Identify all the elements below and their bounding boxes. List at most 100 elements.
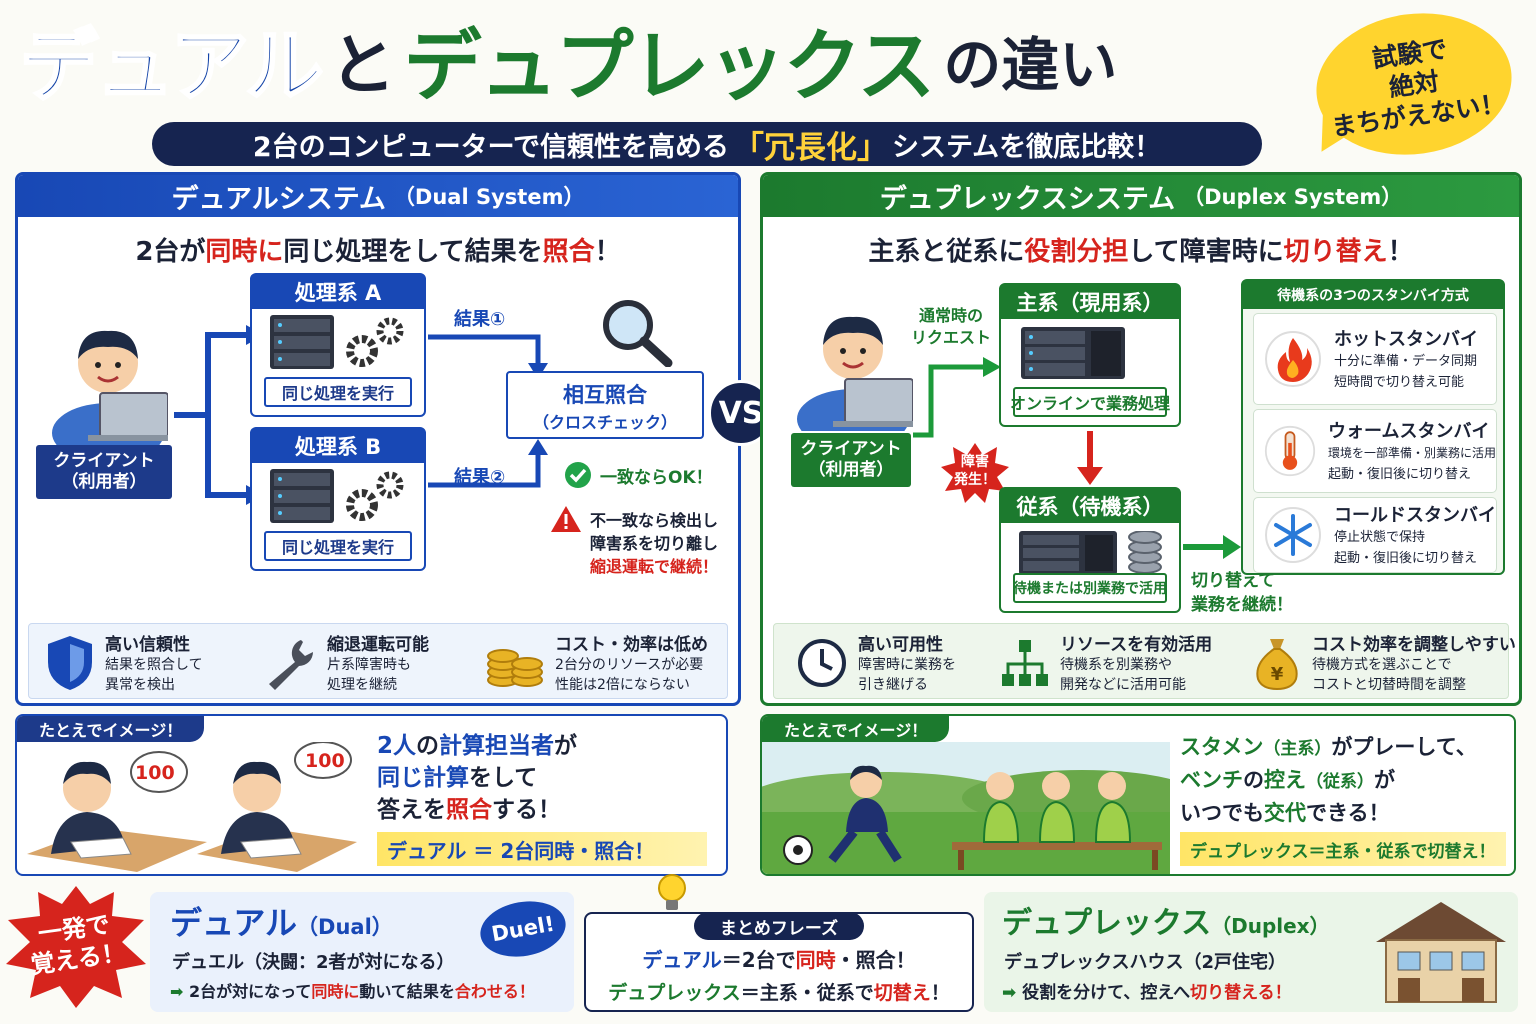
switch-label: 切り替えて 業務を継続！ bbox=[1191, 569, 1293, 617]
thermometer-icon bbox=[1264, 425, 1316, 477]
phrase-head-wrap: まとめフレーズ bbox=[694, 914, 864, 940]
main-system-footer: オンラインで業務処理 bbox=[1010, 387, 1170, 417]
duplex-analogy-text: スタメン（主系）がプレーして、 ベンチの控え（従系）が いつでも交代できる！ bbox=[1180, 732, 1477, 829]
soccer-illustration bbox=[762, 742, 1170, 874]
standby-line: 十分に準備・データ同期 bbox=[1334, 354, 1478, 369]
m-part: 控え bbox=[1264, 768, 1306, 792]
duplex-summary: デュプレックス＝主系・従系で切替え！ bbox=[1180, 832, 1506, 866]
feature-line: 結果を照合して bbox=[105, 657, 203, 673]
request-label: 通常時の リクエスト bbox=[911, 305, 991, 349]
phrase-part: ・照合！ bbox=[835, 948, 916, 972]
ok-row: 一致ならOK！ bbox=[564, 461, 713, 489]
switch-line: 切り替えて bbox=[1191, 571, 1276, 591]
dual-memo-card: デュアル（Dual） Duel! デュエル（決闘：2者が対になる） ➡ 2台が対… bbox=[150, 892, 574, 1012]
cross-check-box: 相互照合 （クロスチェック） bbox=[506, 371, 704, 439]
failover-arrow-icon bbox=[1077, 431, 1103, 485]
title-duplex: デュプレックス bbox=[403, 22, 936, 112]
memo-part: 動いて結果を bbox=[359, 982, 455, 1001]
thought-value: 100 bbox=[135, 762, 175, 784]
fault-line: 障害 bbox=[961, 454, 989, 470]
dual-features: 高い信頼性結果を照合して異常を検出 縮退運転可能片系障害時も処理を継続 コスト・… bbox=[28, 623, 728, 699]
request-line: 通常時の bbox=[919, 306, 984, 325]
m-part: 交代 bbox=[1264, 801, 1306, 825]
duplex-memo-title-jp: デュプレックス bbox=[1002, 906, 1212, 941]
phrase-head: まとめフレーズ bbox=[719, 918, 839, 939]
lead-part: 役割分担 bbox=[1024, 237, 1129, 267]
subtitle-highlight: 「冗長化」 bbox=[732, 129, 888, 166]
duplex-panel-head: デュプレックスシステム （Duplex System） bbox=[763, 175, 1519, 217]
main-system: 主系（現用系） オンラインで業務処理 bbox=[999, 283, 1181, 427]
m-part: 同じ計算 bbox=[377, 765, 469, 791]
duplex-feature: リソースを有効活用待機系を別業務や開発などに活用可能 bbox=[1000, 630, 1212, 695]
dual-lead: 2台が同時に同じ処理をして結果を照合！ bbox=[18, 231, 738, 268]
lead-part: ！ bbox=[1387, 237, 1414, 267]
cross-check-title: 相互照合 bbox=[563, 383, 647, 407]
switch-line: 業務を継続！ bbox=[1191, 595, 1293, 615]
burst-icon bbox=[6, 886, 146, 1008]
feature-line: 待機方式を選ぶことで bbox=[1312, 657, 1452, 673]
burst-icon bbox=[941, 443, 1009, 503]
dual-summary: デュアル ＝ 2台同時・照合！ bbox=[377, 832, 707, 866]
m-part: 答えを bbox=[377, 797, 446, 823]
lead-part: して障害時に bbox=[1128, 237, 1284, 267]
dual-memo-line1: デュエル（決闘：2者が対になる） bbox=[172, 952, 455, 973]
wrench-icon bbox=[269, 639, 313, 690]
m-part: の bbox=[416, 733, 440, 759]
dual-memo-title: デュアル（Dual） bbox=[170, 898, 393, 944]
lead-part: 同じ処理をして結果を bbox=[283, 237, 543, 267]
standby-line: 起動・復旧後に切り替え bbox=[1334, 551, 1478, 566]
feature-title: リソースを有効活用 bbox=[1060, 635, 1213, 655]
phrase-part: 切替え bbox=[873, 982, 931, 1004]
vs-text: VS bbox=[718, 395, 764, 431]
page-title: デュアル と デュプレックス の違い bbox=[19, 0, 1118, 120]
standby-warm: ウォームスタンバイ環境を一部準備・別業務に活用起動・復旧後に切り替え bbox=[1253, 409, 1497, 493]
client-line: クライアント bbox=[800, 439, 902, 459]
lead-part: 切り替え bbox=[1283, 237, 1388, 267]
duplex-lead: 主系と従系に役割分担して障害時に切り替え！ bbox=[763, 231, 1519, 268]
title-to: と bbox=[329, 27, 396, 104]
memo-part: 同時に bbox=[311, 982, 360, 1001]
dual-memo-title-jp: デュアル bbox=[170, 904, 298, 942]
feature-title: コスト効率を調整しやすい bbox=[1312, 635, 1516, 655]
m-part: がプレーして、 bbox=[1331, 735, 1477, 759]
m-part: 照合 bbox=[446, 797, 492, 823]
fault-burst: 障害 発生！ bbox=[941, 443, 1009, 503]
system-a-footer: 同じ処理を実行 bbox=[264, 377, 412, 407]
feature-line: 2台分のリソースが必要 bbox=[555, 657, 704, 673]
m-part: スタメン bbox=[1180, 735, 1264, 759]
duplex-panel: デュプレックスシステム （Duplex System） 主系と従系に役割分担して… bbox=[760, 172, 1522, 706]
feature-line: 待機系を別業務や bbox=[1060, 657, 1172, 673]
fire-icon bbox=[1265, 331, 1321, 387]
feature-line: 開発などに活用可能 bbox=[1060, 677, 1186, 693]
duplex-memo-line2: ➡ 役割を分けて、控えへ切り替える！ bbox=[1002, 978, 1292, 1003]
m-part: の bbox=[1243, 768, 1264, 792]
standby-line: 短時間で切り替え可能 bbox=[1334, 375, 1465, 390]
lead-part: 主系と従系に bbox=[868, 237, 1025, 267]
m-part: が bbox=[554, 733, 578, 759]
network-icon bbox=[1002, 639, 1048, 686]
thought-value: 100 bbox=[305, 750, 345, 772]
m-part: 2人 bbox=[377, 733, 417, 759]
dual-analogy-tag: たとえでイメージ！ bbox=[17, 716, 205, 742]
m-part: ベンチ bbox=[1180, 768, 1243, 792]
lead-part: 同時に bbox=[205, 237, 284, 267]
magnifier-icon bbox=[603, 300, 673, 367]
subtitle-bar: 2台のコンピューターで信頼性を高める 「冗長化」 システムを徹底比較！ bbox=[152, 122, 1262, 166]
dual-memo-title-en: （Dual） bbox=[297, 915, 393, 939]
standby-cold: コールドスタンバイ停止状態で保持起動・復旧後に切り替え bbox=[1253, 497, 1497, 573]
feature-title: 高い可用性 bbox=[858, 635, 943, 655]
coins-icon bbox=[487, 648, 543, 687]
dual-panel-head: デュアルシステム （Dual System） bbox=[18, 175, 738, 217]
client-line: クライアント bbox=[53, 451, 155, 471]
summary-phrase-card: まとめフレーズ デュアル＝2台で同時・照合！ デュプレックス＝主系・従系で切替え… bbox=[584, 912, 974, 1012]
m-part: （従系） bbox=[1306, 772, 1374, 792]
dual-system-b: 処理系 B 同じ処理を実行 bbox=[250, 427, 426, 571]
standby-system-footer: 待機または別業務で活用 bbox=[1013, 573, 1167, 603]
phrase-part: デュプレックス bbox=[608, 982, 741, 1004]
two-workers-illustration bbox=[27, 742, 357, 872]
duplex-memo-title: デュプレックス（Duplex） bbox=[1002, 898, 1330, 942]
check-icon bbox=[565, 462, 591, 488]
m-part: いつでも bbox=[1180, 801, 1264, 825]
dual-system-a: 処理系 A 同じ処理を実行 bbox=[250, 273, 426, 417]
duplex-feature: 高い可用性障害時に業務を引き継げる bbox=[796, 630, 956, 695]
